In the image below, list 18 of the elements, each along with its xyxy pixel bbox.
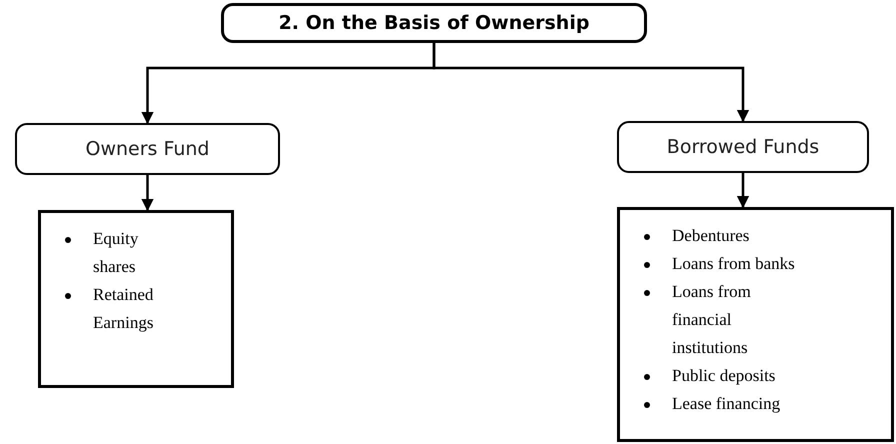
title-box [221,3,647,43]
category-box [15,123,280,175]
category-box [617,121,869,173]
list-item: Equity shares [93,228,140,278]
connector-arrow [736,173,750,208]
category-label: Borrowed Funds [666,134,820,160]
title-text: 2. On the Basis of Ownership [278,10,590,36]
connector-arrow [432,43,750,122]
list-item: Public deposits [672,365,776,387]
list-box [38,210,234,388]
list-item: Lease financing [672,393,782,415]
connector-arrow [141,175,154,212]
list-box [617,207,894,442]
list-item: Retained Earnings [93,284,154,334]
list-item: Loans from banks [672,253,796,275]
category-label: Owners Fund [85,136,210,162]
list-item: Loans from financial institutions [672,281,752,359]
list-item: Debentures [672,225,750,247]
